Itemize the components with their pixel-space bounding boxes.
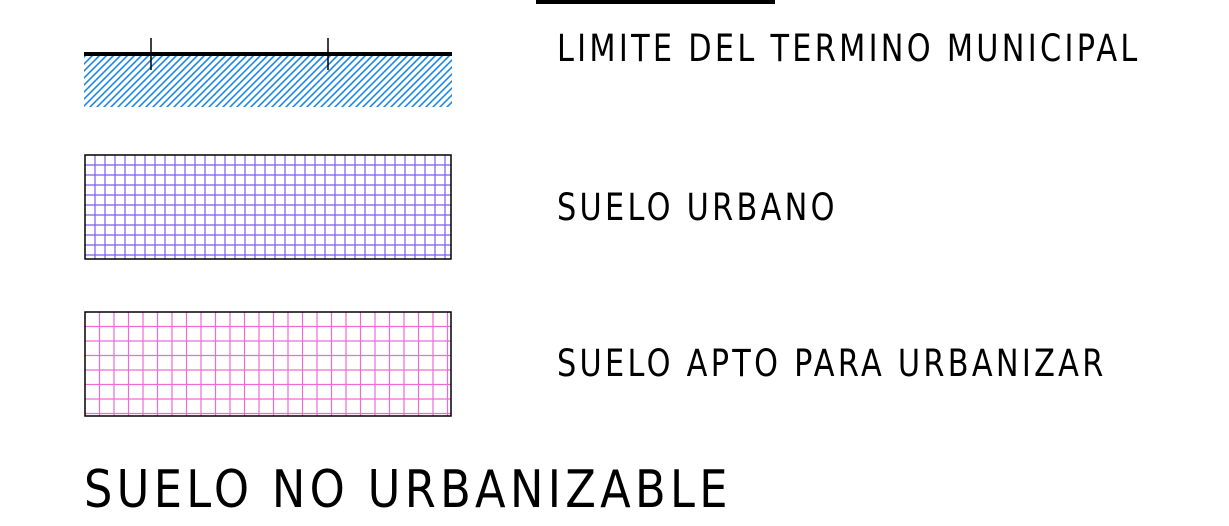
hatch-line (179, 55, 234, 107)
hatch-line (165, 55, 220, 107)
hatch-line (158, 55, 213, 107)
hatch-line (368, 55, 423, 107)
hatch-line (270, 55, 325, 107)
hatch-line (410, 65, 452, 107)
hatch-line (88, 55, 143, 107)
hatch-line (354, 55, 409, 107)
section-heading: SUELO NO URBANIZABLE (84, 460, 732, 520)
hatch-line (193, 55, 248, 107)
hatch-line (207, 55, 262, 107)
hatch-line (95, 55, 150, 107)
hatch-line (431, 86, 452, 107)
hatch-line (403, 58, 452, 107)
hatch-line (263, 55, 318, 107)
hatch-line (284, 55, 339, 107)
hatch-line (340, 55, 395, 107)
hatch-line (84, 55, 115, 87)
hatch-lines (84, 55, 452, 107)
hatch-line (277, 55, 332, 107)
hatch-line (361, 55, 416, 107)
swatch-border (84, 154, 452, 260)
legend-label-urbanizable-land: SUELO APTO PARA URBANIZAR (557, 342, 1107, 385)
hatch-line (333, 55, 388, 107)
hatch-line (389, 55, 444, 107)
urbanizable-land-swatch (84, 311, 452, 417)
hatch-line (137, 55, 192, 107)
hatch-line (102, 55, 157, 107)
hatch-line (417, 72, 452, 107)
legend-label-urban-land: SUELO URBANO (557, 186, 838, 229)
municipal-boundary-hatch-icon (84, 38, 452, 107)
legend-label-municipal-boundary: LIMITE DEL TERMINO MUNICIPAL (557, 27, 1141, 70)
top-rule (536, 0, 775, 4)
hatch-line (144, 55, 199, 107)
hatch-line (375, 55, 430, 107)
hatch-line (312, 55, 367, 107)
urbanizable-grid-pattern-icon (84, 311, 452, 417)
urban-land-swatch (84, 154, 452, 260)
hatch-line (116, 55, 171, 107)
hatch-line (221, 55, 276, 107)
swatch-border (84, 311, 452, 417)
hatch-line (84, 55, 129, 101)
hatch-line (249, 55, 304, 107)
hatch-line (347, 55, 402, 107)
municipal-boundary-symbol (84, 34, 452, 110)
hatch-line (256, 55, 311, 107)
hatch-line (396, 55, 451, 107)
hatch-line (186, 55, 241, 107)
hatch-line (84, 55, 108, 80)
hatch-line (200, 55, 255, 107)
hatch-line (326, 55, 381, 107)
hatch-line (424, 79, 452, 107)
hatch-line (438, 93, 452, 107)
hatch-line (235, 55, 290, 107)
hatch-line (172, 55, 227, 107)
hatch-line (123, 55, 178, 107)
hatch-line (305, 55, 360, 107)
hatch-line (214, 55, 269, 107)
hatch-line (84, 55, 122, 94)
urban-grid-pattern-icon (84, 154, 452, 260)
hatch-line (84, 55, 136, 107)
hatch-line (228, 55, 283, 107)
hatch-line (109, 55, 164, 107)
hatch-line (84, 55, 101, 73)
hatch-line (298, 55, 353, 107)
hatch-line (319, 55, 374, 107)
hatch-line (151, 55, 206, 107)
hatch-line (242, 55, 297, 107)
hatch-line (130, 55, 185, 107)
hatch-line (291, 55, 346, 107)
hatch-line (382, 55, 437, 107)
